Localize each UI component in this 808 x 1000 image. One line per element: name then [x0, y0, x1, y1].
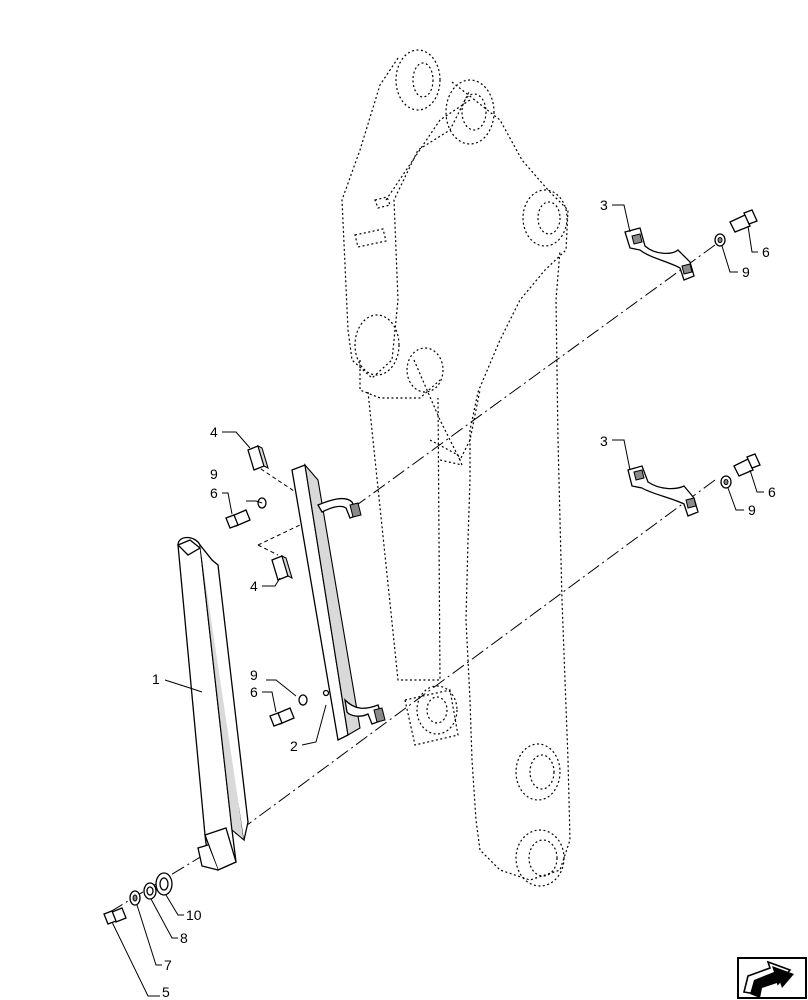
callout-9-right-lower: 9: [748, 502, 756, 518]
callouts: 1 2 3 3 4 4 5 6 6 6 6 7 8 9 9 9 9 10: [152, 197, 776, 1000]
hose-guard: [176, 536, 249, 871]
flat-washer-small: [143, 882, 157, 900]
ghost-arm-structure: [341, 49, 571, 887]
callout-3-lower: 3: [600, 433, 608, 449]
bolt-upper-right: [729, 209, 758, 233]
forward-arrow-icon[interactable]: [737, 957, 807, 999]
callout-4-lower: 4: [250, 578, 258, 594]
washer-left-lower: [298, 694, 308, 706]
bolt-left-upper: [225, 509, 251, 529]
callout-8: 8: [180, 930, 188, 946]
callout-6-left-lower: 6: [250, 684, 258, 700]
bolt-bottom: [103, 907, 127, 925]
bolt-left-lower: [269, 707, 295, 727]
callout-6-right-lower: 6: [768, 484, 776, 500]
leader-lines: [111, 204, 764, 997]
callout-10: 10: [186, 907, 202, 923]
callout-1: 1: [152, 671, 160, 687]
hose-clamp-lower: [627, 465, 699, 517]
washer-upper-right: [714, 233, 726, 247]
flat-washer-large: [155, 872, 173, 896]
mounting-bracket: [291, 463, 386, 741]
clip-block-lower: [271, 554, 293, 581]
callout-2: 2: [290, 738, 298, 754]
callout-6-right-upper: 6: [762, 244, 770, 260]
callout-3-upper: 3: [600, 197, 608, 213]
callout-4-upper: 4: [210, 424, 218, 440]
bolt-lower-right: [733, 453, 761, 477]
callout-5: 5: [162, 984, 170, 1000]
washer-lower-right: [720, 475, 732, 489]
callout-9-right-upper: 9: [742, 264, 750, 280]
hose-clamp-upper: [624, 227, 695, 281]
clip-block-upper: [247, 444, 269, 471]
callout-6-left-upper: 6: [210, 485, 218, 501]
callout-9-left-lower: 9: [250, 667, 258, 683]
callout-9-left-upper: 9: [210, 466, 218, 482]
lock-washer: [129, 890, 141, 906]
callout-7: 7: [164, 957, 172, 973]
